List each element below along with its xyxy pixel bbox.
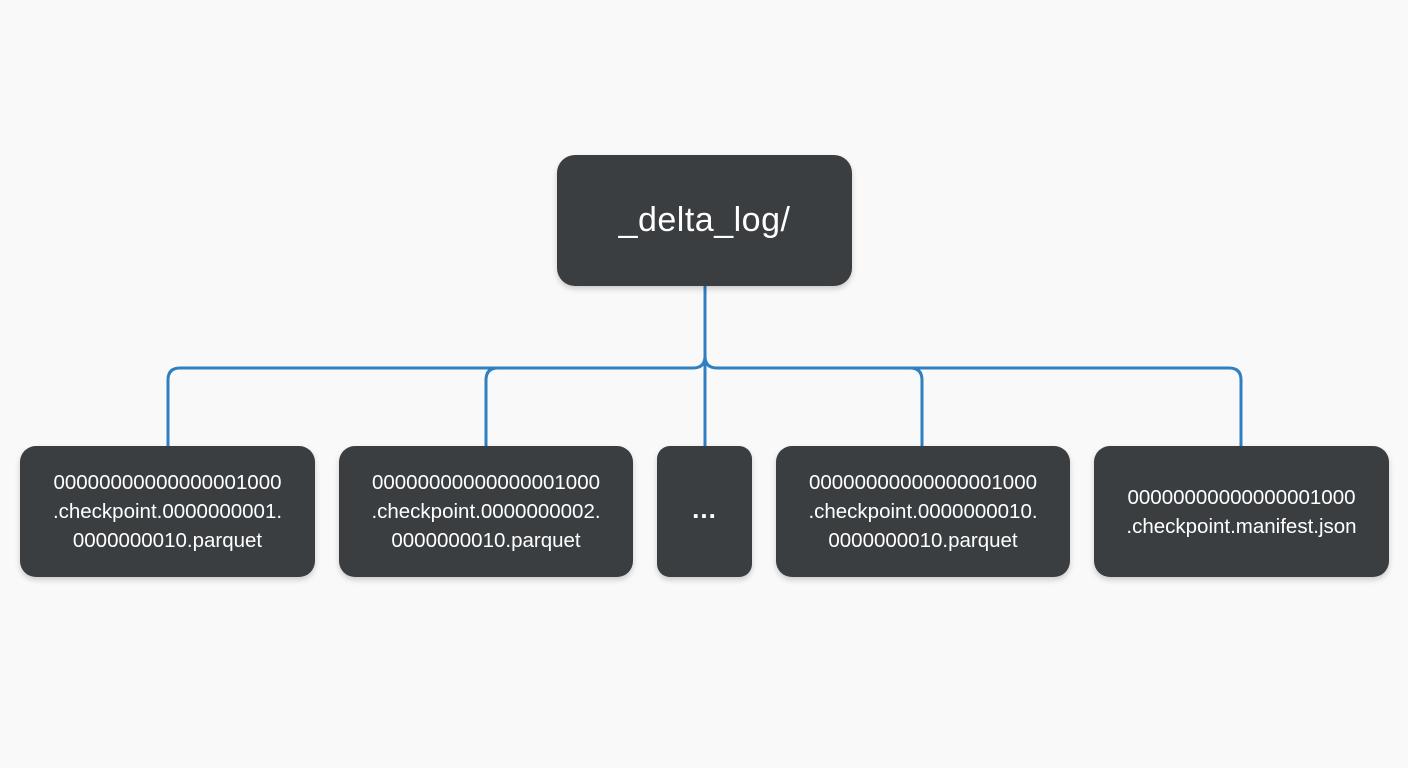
- connector-branch-right: [703, 354, 1243, 448]
- delta-log-folder-label: _delta_log/: [618, 201, 791, 239]
- more-files-ellipsis-node: ...: [657, 446, 752, 577]
- checkpoint-file-label-2: 00000000000000001000 .checkpoint.0000000…: [371, 468, 600, 555]
- checkpoint-manifest-label: 00000000000000001000 .checkpoint.manifes…: [1126, 483, 1356, 541]
- checkpoint-manifest-node[interactable]: 00000000000000001000 .checkpoint.manifes…: [1094, 446, 1389, 577]
- connector-branch-4: [908, 366, 924, 448]
- file-name-line: .checkpoint.0000000001.: [52, 500, 283, 523]
- file-name-line: 00000000000000001000: [371, 471, 600, 494]
- file-name-line: .checkpoint.0000000002.: [371, 500, 601, 523]
- file-name-line: 00000000000000001000: [53, 471, 282, 494]
- connector-branch-2: [484, 366, 500, 448]
- file-name-line: 0000000010.parquet: [391, 529, 581, 552]
- file-name-line: .checkpoint.0000000010.: [808, 500, 1038, 523]
- file-name-line: .checkpoint.manifest.json: [1126, 514, 1357, 538]
- file-name-line: 00000000000000001000: [1127, 485, 1356, 509]
- ellipsis-label: ...: [692, 494, 717, 524]
- connector-branch-left: [166, 354, 707, 448]
- checkpoint-file-node-1[interactable]: 00000000000000001000 .checkpoint.0000000…: [20, 446, 315, 577]
- checkpoint-file-node-2[interactable]: 00000000000000001000 .checkpoint.0000000…: [339, 446, 633, 577]
- checkpoint-file-label-3: 00000000000000001000 .checkpoint.0000000…: [808, 468, 1037, 555]
- file-name-line: 0000000010.parquet: [72, 529, 263, 552]
- delta-log-folder-node[interactable]: _delta_log/: [557, 155, 852, 286]
- checkpoint-file-node-3[interactable]: 00000000000000001000 .checkpoint.0000000…: [776, 446, 1070, 577]
- file-name-line: 0000000010.parquet: [828, 529, 1018, 552]
- file-name-line: 00000000000000001000: [808, 471, 1037, 494]
- checkpoint-file-label-1: 00000000000000001000 .checkpoint.0000000…: [53, 468, 282, 555]
